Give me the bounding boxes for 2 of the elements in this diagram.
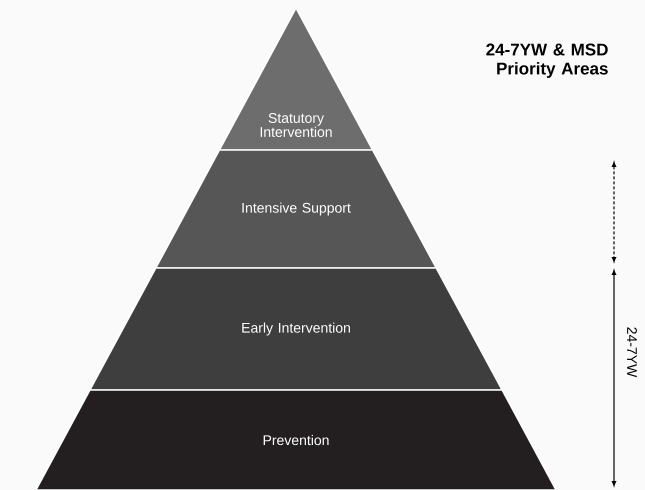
title: 24-7YW & MSD Priority Areas bbox=[486, 44, 608, 78]
range-label: 24-7YW bbox=[627, 327, 637, 378]
